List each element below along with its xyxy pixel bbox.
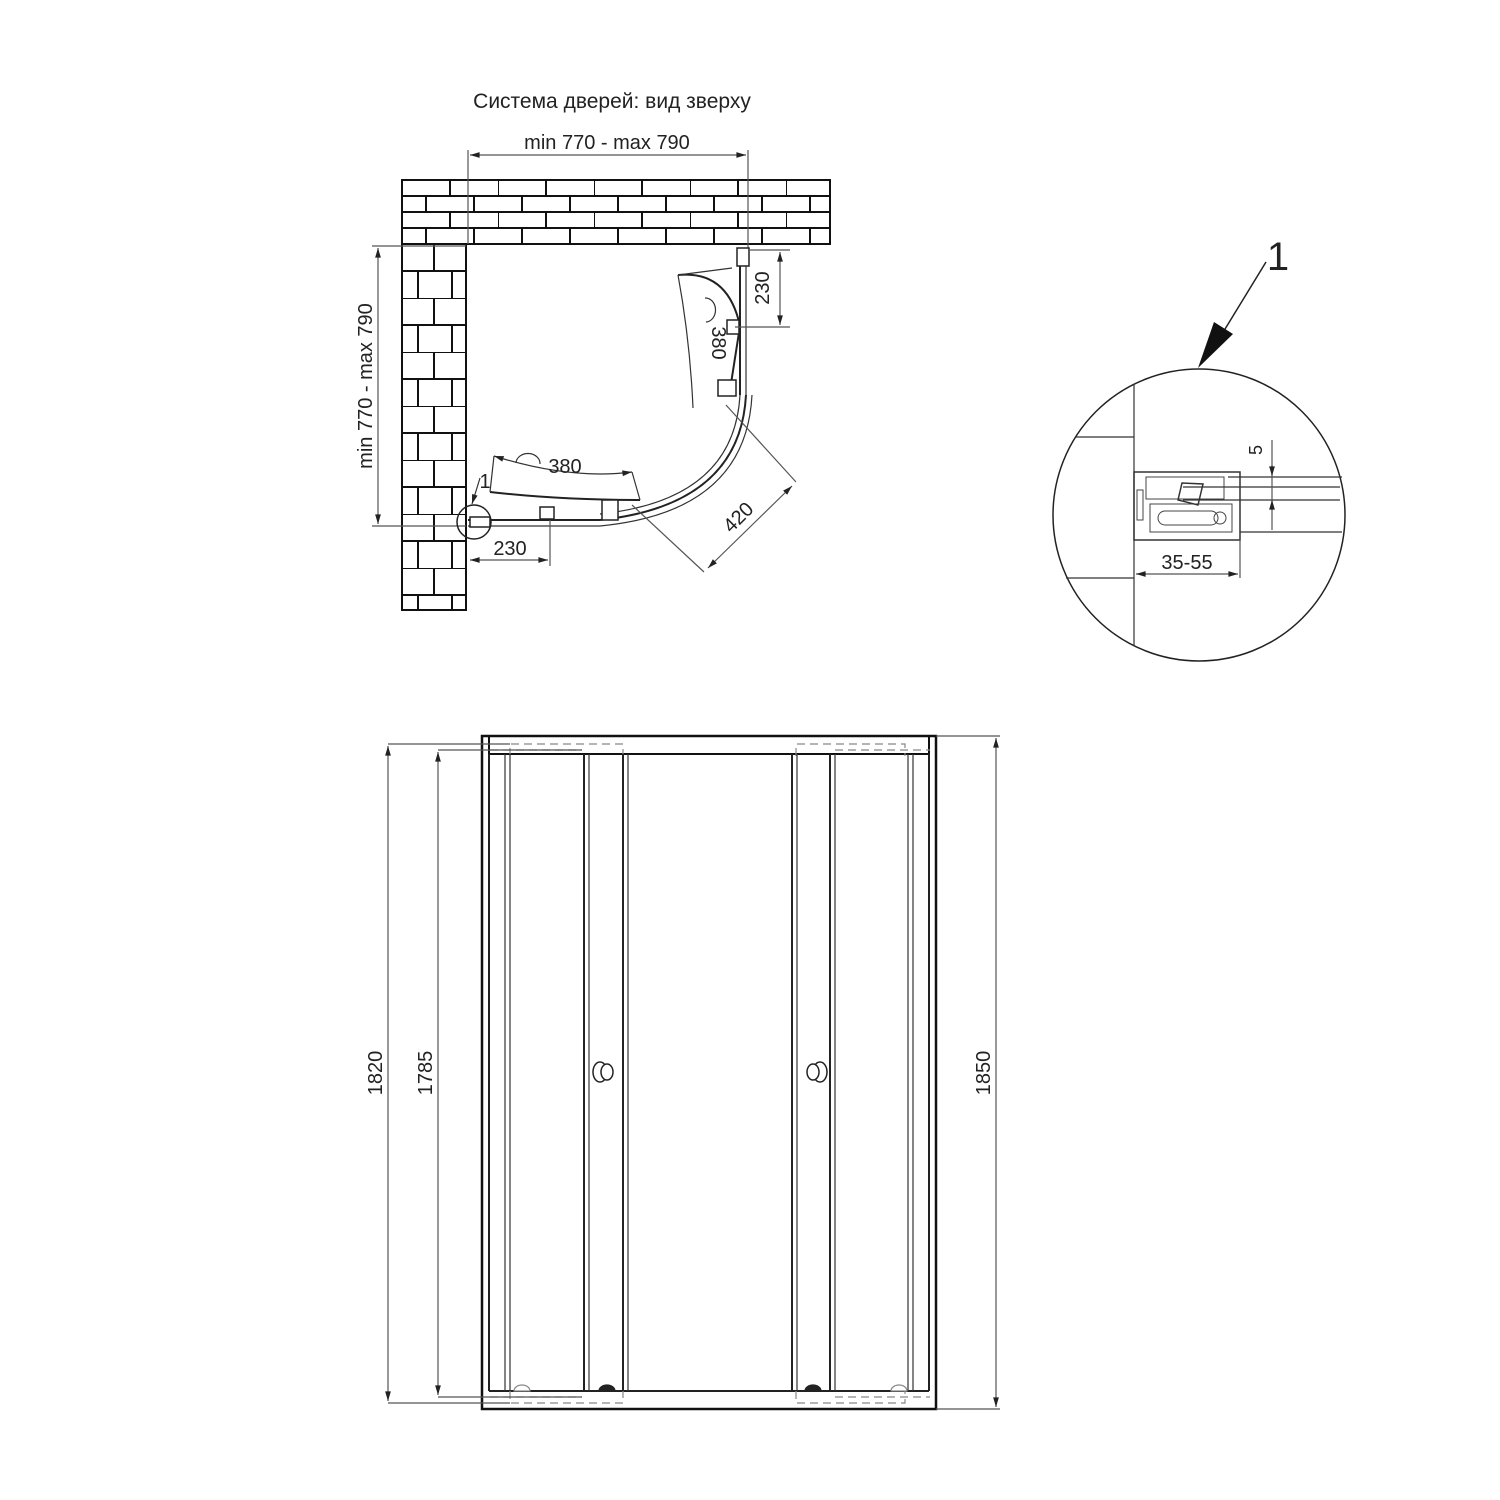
bottom-door-panel (489, 491, 641, 501)
roller-icon (804, 1384, 822, 1392)
diagonal-dimension-line (707, 485, 793, 569)
roller-icon (513, 1384, 531, 1392)
roller-icon (598, 1384, 616, 1392)
bottom-hinge-icon (539, 506, 555, 520)
depth-dimension: min 770 - max 790 (355, 303, 377, 469)
right-handle-icon (717, 379, 737, 397)
left-wall (401, 243, 467, 611)
width-dimension: min 770 - max 790 (524, 132, 690, 154)
roller-icon (890, 1384, 908, 1392)
bottom-door-swing-dimension: 380 (548, 456, 581, 478)
detail-callout-circle (456, 504, 492, 540)
height-outer-left-dimension: 1820 (365, 1051, 387, 1096)
detail-view: 1 5 35-55 (1052, 235, 1346, 662)
detail-label: 1 (1267, 235, 1289, 279)
detail-callout-label: 1 (479, 471, 490, 493)
profile-adjust-dimension: 35-55 (1161, 552, 1212, 574)
top-view: min 770 - max 790 min 770 - max 790 380 … (355, 132, 831, 611)
outer-frame (480, 734, 938, 1411)
curved-glass-outer (599, 394, 747, 521)
right-offset-dimension: 230 (752, 271, 774, 304)
gap-dimension: 5 (1246, 445, 1266, 455)
right-door-swing-dimension: 380 (707, 326, 729, 359)
detail-arrow-icon (1198, 322, 1233, 368)
front-view: 1820 1785 1850 (365, 734, 1000, 1411)
height-inner-left-dimension: 1785 (415, 1051, 437, 1096)
detail-circle (1052, 368, 1346, 662)
bottom-offset-dimension: 230 (493, 538, 526, 560)
drawing-title: Система дверей: вид зверху (473, 90, 751, 113)
diagonal-dimension: 420 (719, 498, 758, 537)
height-total-right-dimension: 1850 (973, 1051, 995, 1096)
right-door-handle-icon (806, 1061, 828, 1083)
bottom-handle-icon (601, 499, 619, 521)
top-wall (401, 179, 831, 245)
left-door-handle-icon (592, 1061, 614, 1083)
